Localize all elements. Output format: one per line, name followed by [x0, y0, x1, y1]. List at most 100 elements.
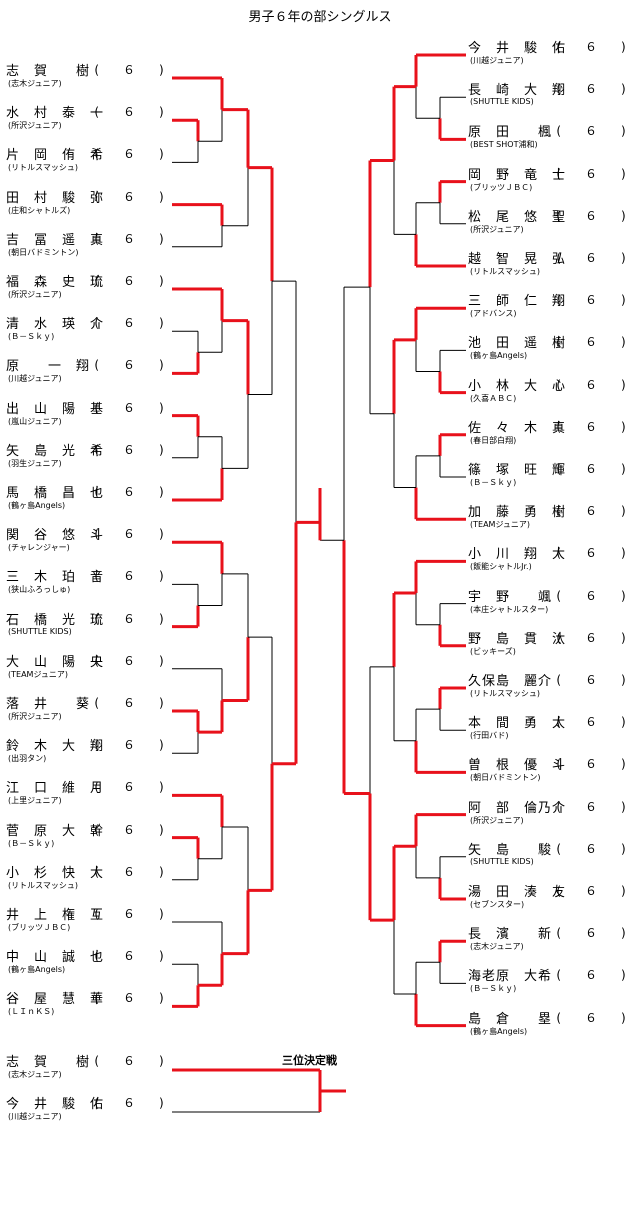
player-name: 三 師 仁 翔 [468, 294, 567, 310]
player-name: 小 林 大 心 [468, 378, 567, 394]
player-name: 鈴 木 大 翔 [6, 739, 105, 755]
player-club: (鶴ヶ島Angels) [8, 965, 66, 975]
player-club: (飯能シャトルJr.) [470, 562, 532, 572]
player-club: (ＬＩｎＫＳ) [8, 1007, 55, 1017]
player-name: 湯 田 湊 友 [468, 885, 567, 900]
player-club: (川越ジュニア) [470, 56, 524, 65]
player-name: 小 川 翔 大 [468, 547, 567, 563]
player-club: (行田バド) [470, 731, 509, 741]
player-name: 清 水 瑛 介 [6, 317, 105, 333]
player-club: (ブリッツＪＢＣ) [8, 923, 71, 932]
player-grade: ( ６ ) [556, 82, 626, 97]
player-club: (ビッキーズ) [470, 646, 516, 656]
player-club: (上里ジュニア) [8, 796, 62, 806]
player-club: (所沢ジュニア) [8, 290, 62, 299]
player-name: 長 濱 新 [468, 927, 553, 943]
player-club: (所沢ジュニア) [470, 815, 524, 825]
player-grade: ( ６ ) [556, 335, 626, 350]
player-grade: ( ６ ) [94, 738, 164, 753]
player-grade: ( ６ ) [94, 864, 164, 879]
player-club: (アドバンス) [470, 309, 517, 319]
player-grade: ( ６ ) [94, 822, 164, 837]
player-club: (リトルスマッシュ) [470, 267, 541, 276]
player-grade: ( ６ ) [94, 907, 164, 921]
player-name: 菅 原 大 幹 [6, 823, 105, 839]
player-name: 福 森 史 琉 [6, 275, 105, 290]
player-club: (本庄シャトルスター) [470, 604, 549, 614]
player-club: (川越ジュニア) [8, 374, 62, 384]
player-grade: ( ６ ) [556, 884, 626, 898]
player-grade: ( ６ ) [556, 799, 626, 814]
player-grade: ( ６ ) [94, 316, 164, 331]
player-grade: ( ６ ) [556, 630, 626, 645]
player-grade: ( ６ ) [556, 504, 626, 519]
player-name: 田 村 駿 弥 [6, 190, 105, 206]
player-club: (志木ジュニア) [8, 79, 62, 88]
player-club: (嵐山ジュニア) [8, 416, 62, 426]
player-club: (ブリッツＪＢＣ) [470, 182, 533, 192]
player-grade: ( ６ ) [94, 949, 164, 964]
player-grade: ( ６ ) [94, 527, 164, 542]
player-grade: ( ６ ) [94, 611, 164, 626]
player-club: (所沢ジュニア) [8, 712, 62, 721]
player-name: 越 智 晃 弘 [468, 252, 567, 267]
player-name: 今 井 駿 佑 [468, 41, 567, 56]
third-place-title: 三位決定戦 [282, 1054, 337, 1067]
player-name: 中 山 誠 也 [6, 950, 105, 966]
player-grade: ( ６ ) [94, 231, 164, 246]
player-grade: ( ６ ) [556, 166, 626, 181]
player-club: (春日部白翔) [470, 435, 517, 445]
player-name: 馬 橋 昌 也 [6, 486, 105, 501]
player-name: 志 賀 樹 [6, 1055, 91, 1070]
player-grade: ( ６ ) [556, 841, 626, 856]
player-name: 野 島 貫 汰 [468, 631, 567, 647]
player-grade: ( ６ ) [94, 1096, 164, 1110]
player-name: 原 一 翔 [6, 359, 91, 375]
player-name: 矢 島 駿 [468, 842, 553, 858]
player-club: (リトルスマッシュ) [8, 880, 79, 890]
player-name: 志 賀 樹 [6, 64, 91, 79]
player-name: 長 崎 大 翔 [468, 83, 567, 99]
player-grade: ( ６ ) [94, 189, 164, 204]
player-club: (鶴ヶ島Angels) [470, 351, 528, 361]
player-club: (朝日バドミントン) [8, 247, 79, 257]
player-club: (志木ジュニア) [8, 1070, 62, 1079]
player-club: (SHUTTLE KIDS) [470, 97, 534, 107]
player-grade: ( ６ ) [556, 377, 626, 392]
player-grade: ( ６ ) [94, 991, 164, 1006]
player-club: (Ｂ－Ｓｋｙ) [470, 984, 517, 994]
player-grade: ( ６ ) [556, 462, 626, 476]
player-grade: ( ６ ) [556, 673, 626, 687]
player-name: 関 谷 悠 斗 [6, 528, 105, 544]
player-name: 三 木 珀 音 [6, 570, 105, 586]
player-name: 江 口 維 月 [6, 781, 105, 797]
player-grade: ( ６ ) [556, 40, 626, 54]
player-club: (セブンスター) [470, 900, 525, 909]
player-name: 岡 野 竜 士 [468, 167, 567, 183]
player-grade: ( ６ ) [556, 968, 626, 983]
player-grade: ( ６ ) [94, 696, 164, 710]
player-grade: ( ６ ) [556, 926, 626, 941]
player-grade: ( ６ ) [556, 419, 626, 434]
player-grade: ( ６ ) [556, 208, 626, 223]
player-grade: ( ６ ) [94, 780, 164, 795]
player-name: 佐 々 木 真 [468, 420, 567, 436]
player-club: (川越ジュニア) [8, 1112, 62, 1121]
player-club: (所沢ジュニア) [470, 224, 524, 234]
player-grade: ( ６ ) [94, 442, 164, 457]
player-name: 島 倉 塁 [468, 1011, 553, 1027]
player-name: 小 杉 快 大 [6, 865, 105, 881]
player-name: 原 田 楓 [468, 125, 553, 141]
player-name: 篠 塚 旺 輝 [468, 463, 567, 478]
player-name: 片 岡 侑 希 [6, 148, 105, 164]
player-club: (Ｂ－Ｓｋｙ) [8, 838, 55, 848]
player-name: 本 間 勇 太 [468, 716, 567, 732]
player-club: (SHUTTLE KIDS) [470, 856, 534, 866]
player-name: 吉 冨 遥 真 [6, 232, 105, 248]
player-name: 今 井 駿 佑 [6, 1097, 105, 1112]
player-club: (リトルスマッシュ) [470, 689, 541, 698]
player-name: 井 上 権 互 [6, 908, 105, 923]
player-club: (Ｂ－Ｓｋｙ) [8, 332, 55, 342]
player-club: (所沢ジュニア) [8, 121, 62, 131]
